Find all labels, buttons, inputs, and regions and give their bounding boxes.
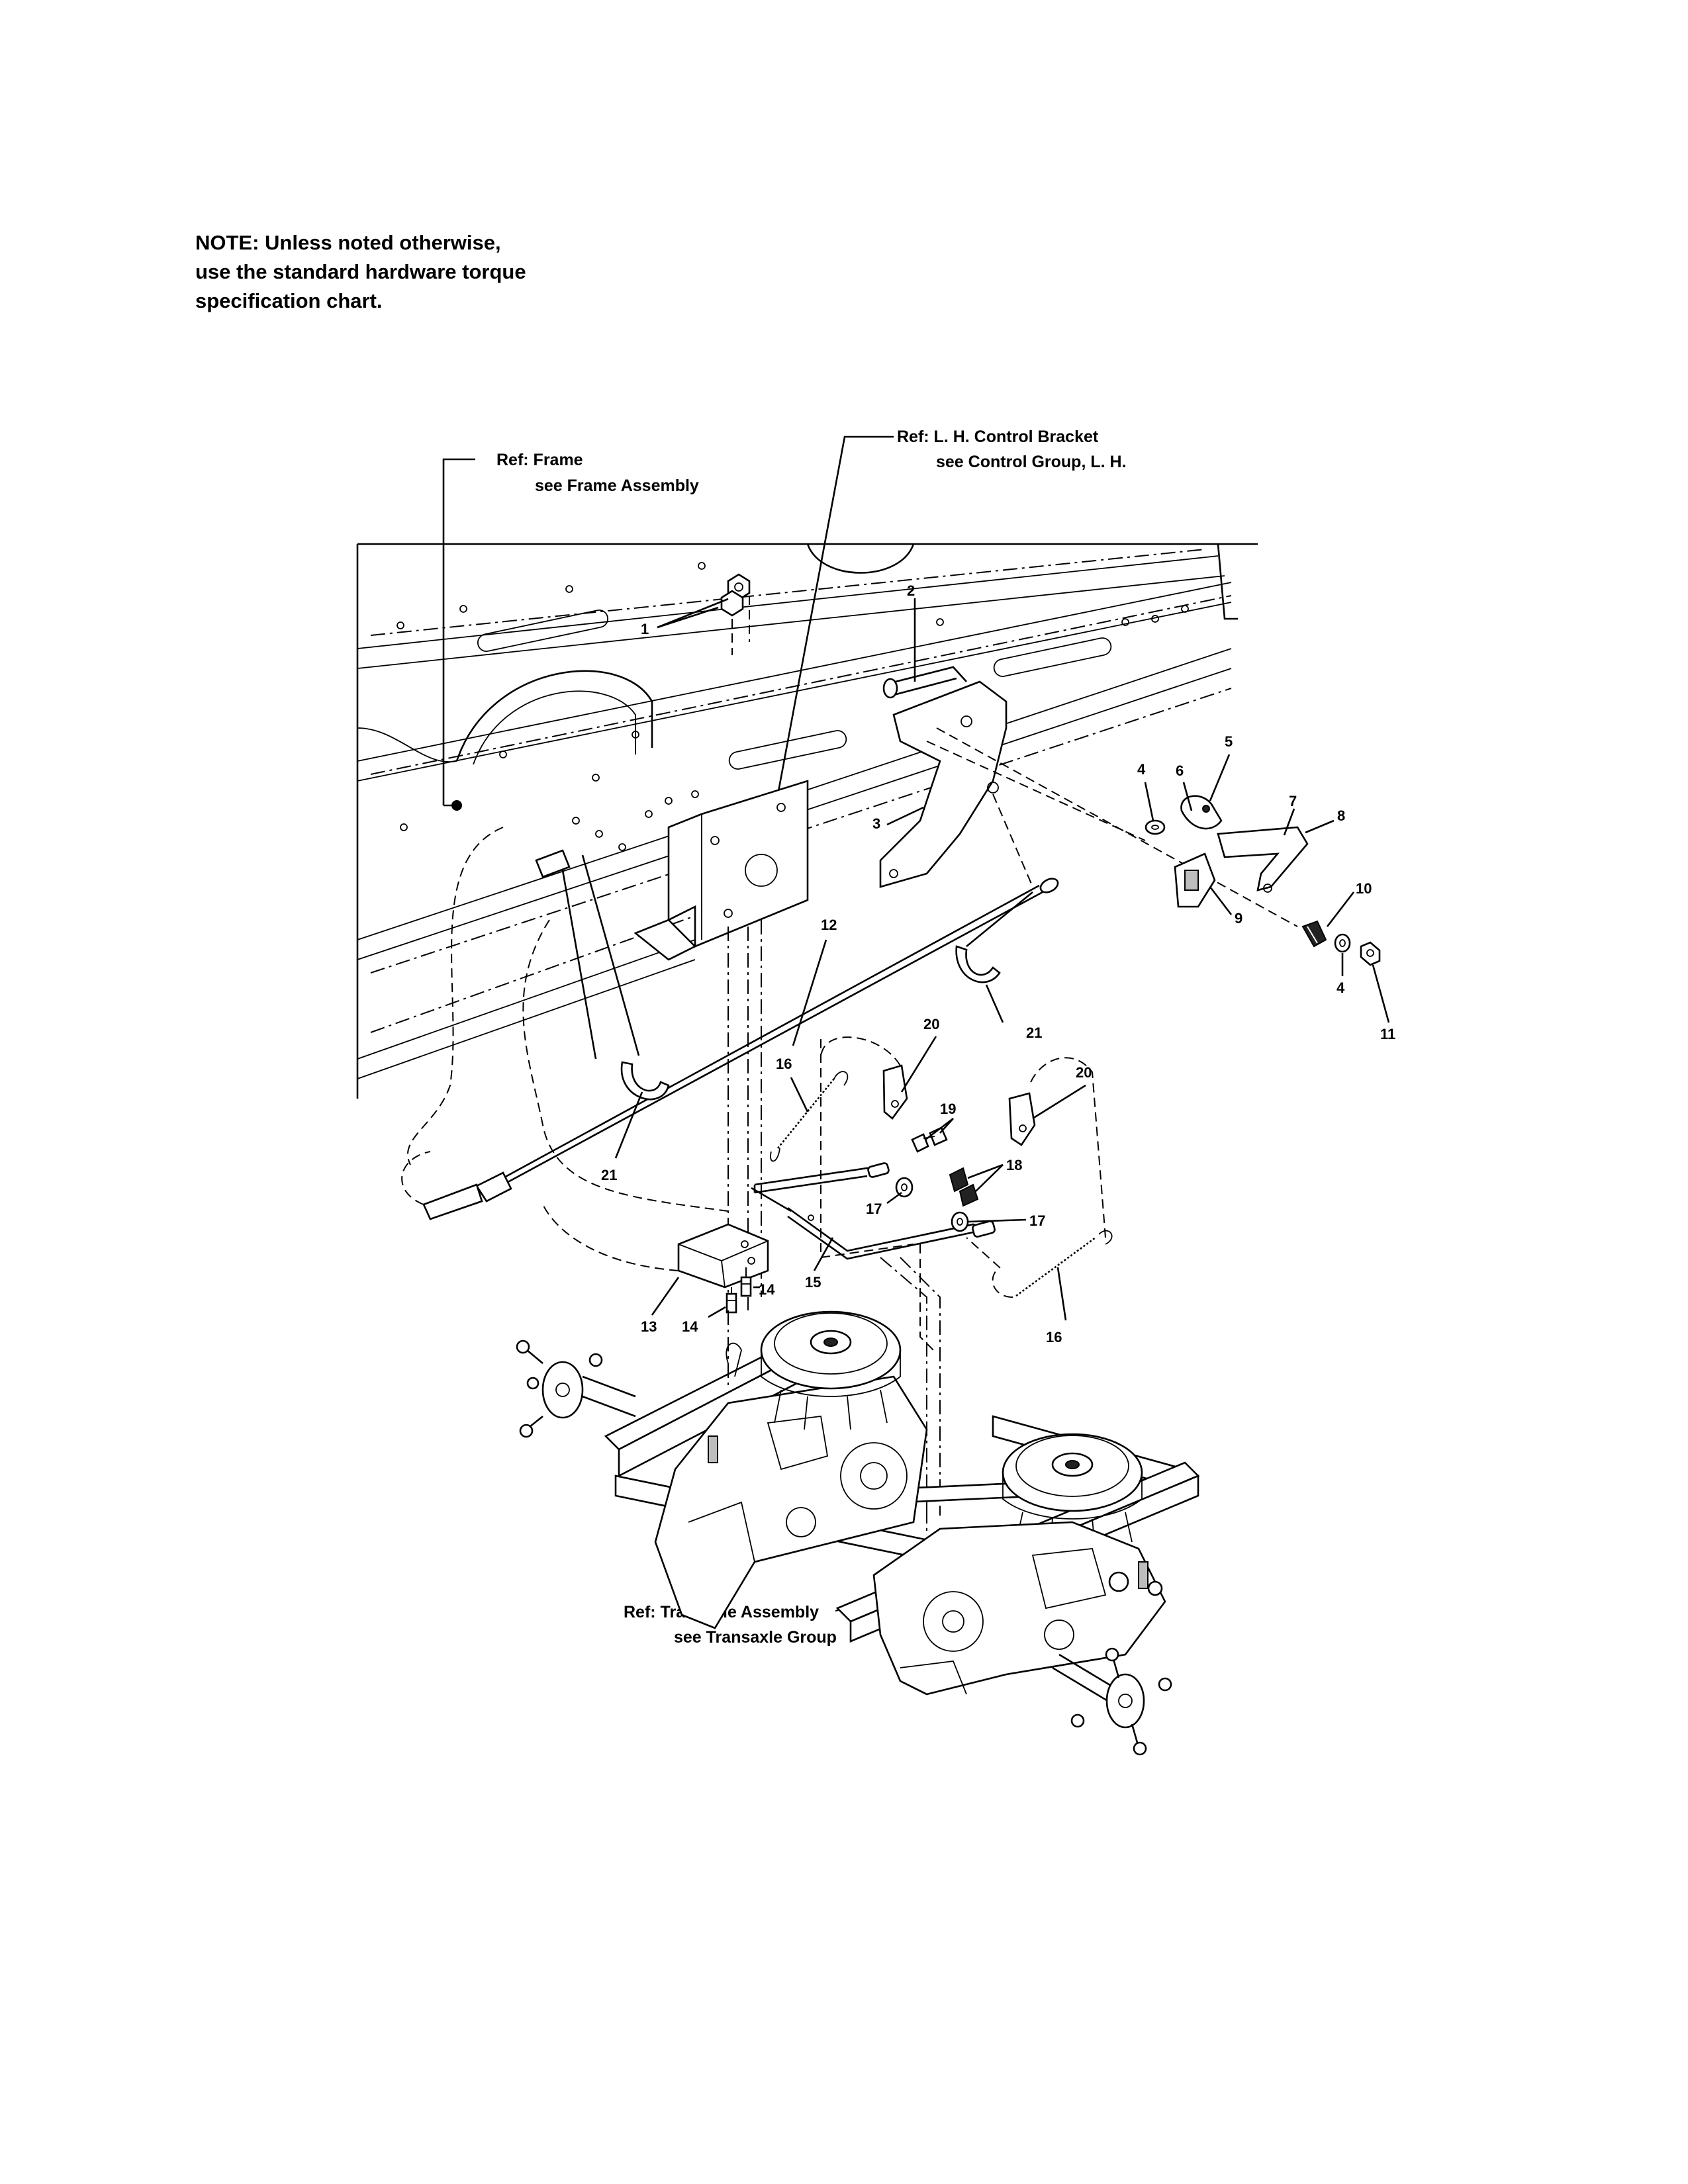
callout-numbers: 1 2 3 4 5 6 7 8 9 10 4 11 12 13 14 14 15… (601, 582, 1395, 1345)
part-4-washer-lower (1334, 933, 1351, 953)
callout-6: 6 (1176, 762, 1184, 779)
callout-18: 18 (1006, 1157, 1022, 1173)
lower-linkage (542, 920, 1113, 1516)
ref-frame-label: Ref: Frame (496, 451, 583, 469)
part-5-ball (1202, 805, 1210, 813)
callout-4-lower: 4 (1336, 979, 1345, 996)
ref-bracket-label: Ref: L. H. Control Bracket (897, 428, 1099, 446)
part-3-plate (879, 680, 1008, 888)
part-8-arm (1217, 826, 1309, 891)
ref-transaxle-see: see Transaxle Group (674, 1628, 837, 1647)
control-bracket (633, 780, 809, 961)
part-9-detail (1184, 870, 1199, 891)
callout-20-left: 20 (923, 1016, 939, 1032)
part-12-rod (401, 878, 1059, 1220)
callout-12: 12 (821, 917, 837, 933)
callout-14-right: 14 (759, 1281, 775, 1298)
callout-15: 15 (805, 1274, 821, 1291)
part-2-shaft (882, 666, 967, 699)
part-6-bushing (1180, 795, 1223, 830)
callout-14-left: 14 (682, 1318, 698, 1335)
callout-16-upper: 16 (776, 1056, 792, 1072)
note-line-1: NOTE: Unless noted otherwise, (195, 231, 501, 254)
callout-4-upper: 4 (1137, 761, 1146, 778)
transaxle-assembly (516, 1310, 1200, 1756)
linkage-stack (926, 727, 1381, 966)
ref-bracket-see: see Control Group, L. H. (936, 453, 1127, 471)
callout-20-right: 20 (1076, 1064, 1092, 1081)
callout-21-right: 21 (1026, 1024, 1042, 1041)
ref-frame-see: see Frame Assembly (535, 477, 699, 495)
note-line-3: specification chart. (195, 289, 383, 312)
callout-19: 19 (940, 1101, 956, 1117)
callout-8: 8 (1337, 807, 1345, 824)
callout-5: 5 (1225, 733, 1233, 750)
callout-9: 9 (1235, 910, 1243, 927)
torque-note: NOTE: Unless noted otherwise, use the st… (195, 228, 791, 316)
ref-frame-callout: Ref: Frame see Frame Assembly (442, 451, 699, 811)
note-line-2: use the standard hardware torque (195, 260, 526, 283)
part-10-spring (1301, 920, 1327, 948)
fitting (708, 1435, 718, 1463)
callout-10: 10 (1356, 880, 1372, 897)
callout-7: 7 (1289, 793, 1297, 809)
callout-1: 1 (641, 621, 649, 637)
callout-11: 11 (1380, 1026, 1395, 1042)
callout-21-left: 21 (601, 1167, 617, 1183)
part-11-nut (1360, 941, 1381, 966)
part-1-nuts (720, 573, 751, 655)
callout-16-lower: 16 (1046, 1329, 1062, 1345)
callout-17-right: 17 (1029, 1212, 1045, 1229)
part-21-clips (535, 849, 1001, 1101)
leader-lines (614, 598, 1390, 1321)
callout-17-left: 17 (866, 1201, 882, 1217)
callout-2: 2 (907, 582, 915, 599)
part-4-washer-upper (1145, 819, 1166, 835)
ref-transaxle-callout: Ref: Transaxle Assembly see Transaxle Gr… (624, 1601, 874, 1647)
callout-3: 3 (872, 815, 880, 832)
callout-13: 13 (641, 1318, 657, 1335)
